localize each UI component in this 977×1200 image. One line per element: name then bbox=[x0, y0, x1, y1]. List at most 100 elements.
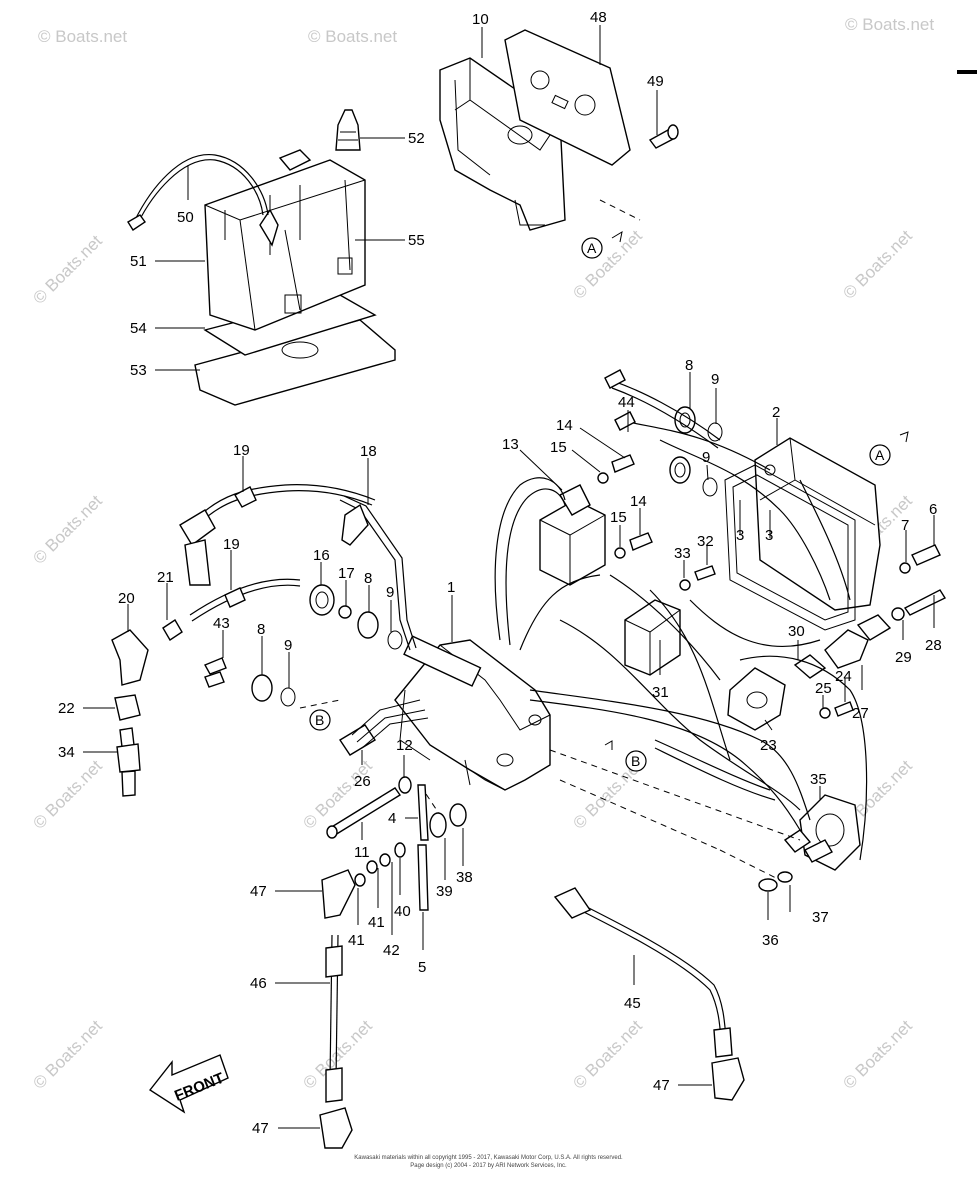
plug-cap-47-right bbox=[711, 1057, 745, 1101]
callout-52: 52 bbox=[408, 130, 425, 147]
callout-13: 13 bbox=[502, 436, 519, 453]
callout-23: 23 bbox=[760, 737, 777, 754]
callout-10: 10 bbox=[472, 11, 489, 28]
callout-15: 15 bbox=[610, 509, 627, 526]
mount-38-39 bbox=[429, 803, 467, 838]
callout-8: 8 bbox=[257, 621, 265, 638]
screw-14b bbox=[629, 532, 653, 551]
callout-12: 12 bbox=[396, 737, 413, 754]
bolt-6 bbox=[911, 544, 941, 566]
electric-box bbox=[394, 635, 551, 791]
grommet-16 bbox=[309, 584, 335, 616]
watermark: © Boats.net bbox=[845, 15, 934, 34]
oring-9-left bbox=[387, 630, 403, 650]
callout-47: 47 bbox=[252, 1120, 269, 1137]
rectifier bbox=[727, 667, 786, 731]
callout-22: 22 bbox=[58, 700, 75, 717]
battery-vent-hose bbox=[127, 154, 269, 231]
copyright-line: Kawasaki materials within all copyright … bbox=[354, 1155, 623, 1161]
front-arrow: FRONT bbox=[148, 1054, 229, 1114]
callout-28: 28 bbox=[925, 637, 942, 654]
reference-a-label: A bbox=[875, 447, 885, 463]
callout-15: 15 bbox=[550, 439, 567, 456]
callout-18: 18 bbox=[360, 443, 377, 460]
callout-54: 54 bbox=[130, 320, 147, 337]
battery bbox=[204, 149, 366, 331]
plug-cable-45 bbox=[553, 887, 733, 1058]
callout-33: 33 bbox=[674, 545, 691, 562]
fuse bbox=[793, 654, 827, 679]
cover-box bbox=[754, 437, 881, 611]
callout-6: 6 bbox=[929, 501, 937, 518]
callout-45: 45 bbox=[624, 995, 641, 1012]
washer-12 bbox=[398, 776, 412, 794]
callout-3: 3 bbox=[765, 527, 773, 544]
callout-9: 9 bbox=[284, 637, 292, 654]
battery-cap bbox=[335, 109, 361, 151]
callout-43: 43 bbox=[213, 615, 230, 632]
callout-2: 2 bbox=[772, 404, 780, 421]
callout-41: 41 bbox=[368, 914, 385, 931]
callout-19: 19 bbox=[223, 536, 240, 553]
high-tension-cable bbox=[179, 484, 376, 586]
callout-49: 49 bbox=[647, 73, 664, 90]
watermark: © Boats.net bbox=[299, 756, 376, 833]
callout-21: 21 bbox=[157, 569, 174, 586]
callout-41: 41 bbox=[348, 932, 365, 949]
callout-53: 53 bbox=[130, 362, 147, 379]
callout-19: 19 bbox=[233, 442, 250, 459]
page-edge-mark bbox=[957, 70, 977, 74]
callout-4: 4 bbox=[388, 810, 396, 827]
callout-20: 20 bbox=[118, 590, 135, 607]
page-design-line: Page design (c) 2004 - 2017 by ARI Netwo… bbox=[410, 1163, 567, 1169]
plug-cap-47-upper bbox=[321, 869, 356, 919]
reference-b-right: B bbox=[604, 740, 647, 772]
ignition-coil bbox=[539, 484, 606, 586]
watermark: © Boats.net bbox=[29, 1016, 106, 1093]
callout-32: 32 bbox=[697, 533, 714, 550]
boot-20 bbox=[111, 629, 149, 686]
washer-29 bbox=[891, 607, 905, 621]
callout-47: 47 bbox=[653, 1077, 670, 1094]
watermark: © Boats.net bbox=[38, 27, 127, 46]
reference-a-right: A bbox=[869, 431, 909, 466]
guide-lines bbox=[419, 749, 801, 881]
reference-b-label: B bbox=[315, 712, 324, 728]
connector-26 bbox=[339, 699, 429, 756]
callout-8: 8 bbox=[364, 570, 372, 587]
spark-plug bbox=[116, 727, 141, 797]
callout-27: 27 bbox=[852, 705, 869, 722]
washer-7 bbox=[899, 562, 911, 574]
bolt-28 bbox=[903, 589, 947, 616]
oring-9-lower-left bbox=[280, 687, 296, 707]
callout-30: 30 bbox=[788, 623, 805, 640]
callout-8: 8 bbox=[685, 357, 693, 374]
callout-36: 36 bbox=[762, 932, 779, 949]
stud-4 bbox=[417, 784, 429, 911]
callout-14: 14 bbox=[556, 417, 573, 434]
watermark: © Boats.net bbox=[569, 1016, 646, 1093]
callout-9: 9 bbox=[702, 449, 710, 466]
callout-55: 55 bbox=[408, 232, 425, 249]
cdi-unit bbox=[624, 599, 681, 676]
callout-3: 3 bbox=[736, 527, 744, 544]
callout-14: 14 bbox=[630, 493, 647, 510]
callout-1: 1 bbox=[447, 579, 455, 596]
washer-33 bbox=[679, 579, 691, 591]
cable-18 bbox=[339, 495, 417, 651]
callout-44: 44 bbox=[618, 394, 635, 411]
oring-9-mid bbox=[702, 477, 718, 497]
callout-47: 47 bbox=[250, 883, 267, 900]
watermark: © Boats.net bbox=[569, 226, 646, 303]
watermark: © Boats.net bbox=[29, 756, 106, 833]
screws-24-25 bbox=[819, 701, 854, 719]
copyright-footer: Kawasaki materials within all copyright … bbox=[0, 1154, 977, 1170]
callout-48: 48 bbox=[590, 9, 607, 26]
callout-25: 25 bbox=[815, 680, 832, 697]
watermark: © Boats.net bbox=[308, 27, 397, 46]
grommet-8-lower-left bbox=[251, 674, 273, 702]
callout-31: 31 bbox=[652, 684, 669, 701]
callout-16: 16 bbox=[313, 547, 330, 564]
ring-17 bbox=[338, 605, 352, 619]
